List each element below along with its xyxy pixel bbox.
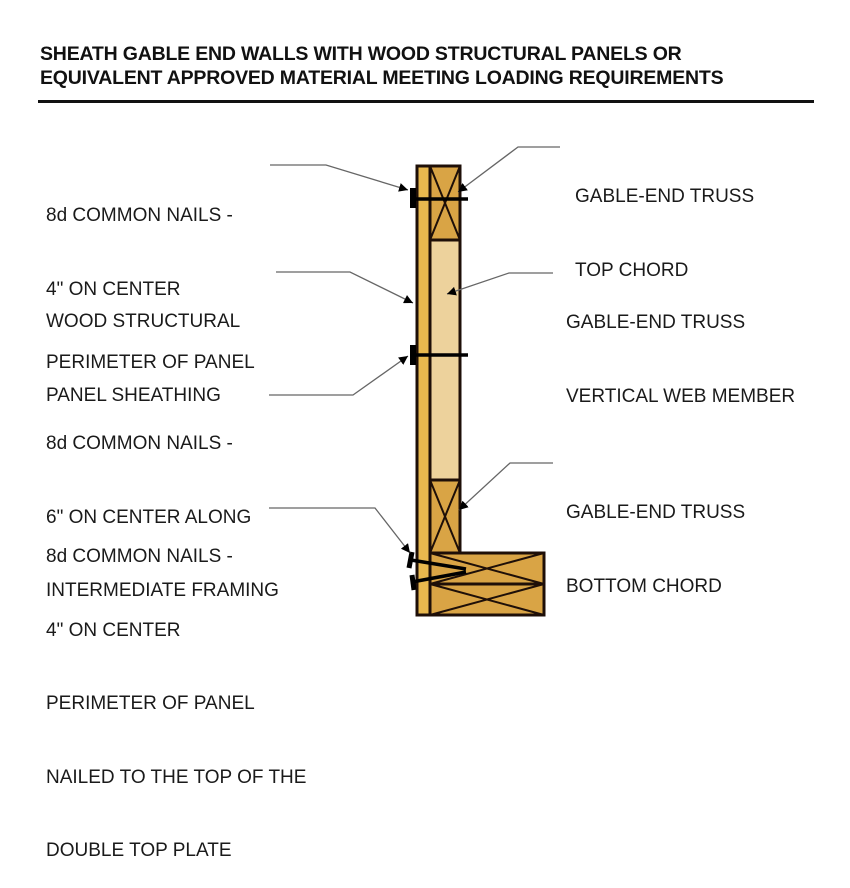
label-line: NAILED TO THE TOP OF THE <box>46 766 307 788</box>
nail-head <box>410 188 416 208</box>
label-nails-perimeter-top: 8d COMMON NAILS - 4" ON CENTER PERIMETER… <box>46 155 255 400</box>
label-bottom-chord: GABLE-END TRUSS BOTTOM CHORD <box>566 452 745 624</box>
label-line: PERIMETER OF PANEL <box>46 693 255 714</box>
wall-section-drawing <box>269 146 560 617</box>
label-line: 8d COMMON NAILS - <box>46 546 233 567</box>
leaders <box>269 146 560 554</box>
nail-shank <box>410 558 467 571</box>
leader-web-member <box>446 272 553 296</box>
label-line: PANEL SHEATHING <box>46 384 221 406</box>
leader-panel-sheathing <box>276 271 414 304</box>
double-top-plate <box>428 551 546 617</box>
label-line: BOTTOM CHORD <box>566 575 722 597</box>
leader-nails-top-plate <box>269 507 411 554</box>
title-line-1: SHEATH GABLE END WALLS WITH WOOD STRUCTU… <box>40 43 682 65</box>
leader-nails-perimeter-top <box>270 164 409 192</box>
label-line: PERIMETER OF PANEL <box>46 352 255 373</box>
leader-top-chord <box>457 146 560 193</box>
cross-line <box>429 479 461 554</box>
label-panel-sheathing: WOOD STRUCTURAL PANEL SHEATHING <box>46 261 240 433</box>
gable-end-truss <box>428 164 462 555</box>
label-line: 4" ON CENTER <box>46 619 181 641</box>
title-line-2: EQUIVALENT APPROVED MATERIAL MEETING LOA… <box>40 67 724 89</box>
label-line: 8d COMMON NAILS - <box>46 205 233 226</box>
label-line: INTERMEDIATE FRAMING <box>46 580 279 601</box>
label-line: 4" ON CENTER <box>46 278 181 300</box>
label-nails-intermediate: 8d COMMON NAILS - 6" ON CENTER ALONG INT… <box>46 383 279 628</box>
leader-nails-intermediate <box>269 355 409 396</box>
label-line: WOOD STRUCTURAL <box>46 311 241 332</box>
nail-shank <box>411 570 467 584</box>
nail-top-plate-lower <box>409 570 467 591</box>
leader-bottom-chord <box>458 462 553 511</box>
title-underline <box>38 100 814 103</box>
nail-top-plate-upper <box>406 551 467 571</box>
nail-intermediate <box>410 345 468 365</box>
label-top-chord: GABLE-END TRUSS TOP CHORD <box>575 136 754 308</box>
label-web-member: GABLE-END TRUSS VERTICAL WEB MEMBER <box>566 262 795 434</box>
label-line: DOUBLE TOP PLATE <box>46 840 232 861</box>
cross-line <box>429 583 545 616</box>
nail-head <box>406 551 415 569</box>
label-line: 6" ON CENTER ALONG <box>46 506 252 528</box>
label-line: VERTICAL WEB MEMBER <box>566 385 796 407</box>
diagram-title: SHEATH GABLE END WALLS WITH WOOD STRUCTU… <box>40 42 830 90</box>
nail-head <box>410 345 416 365</box>
cross-line <box>429 552 545 585</box>
label-line: TOP CHORD <box>575 259 689 281</box>
cross-line <box>429 165 461 241</box>
label-line: GABLE-END TRUSS <box>566 502 746 523</box>
nails <box>406 188 468 591</box>
wood-structural-panel <box>415 164 432 617</box>
nail-top-chord <box>410 188 468 208</box>
vertical-web-member <box>428 238 462 482</box>
label-line: 8d COMMON NAILS - <box>46 433 233 454</box>
label-line: GABLE-END TRUSS <box>575 186 755 207</box>
label-line: GABLE-END TRUSS <box>566 312 746 333</box>
